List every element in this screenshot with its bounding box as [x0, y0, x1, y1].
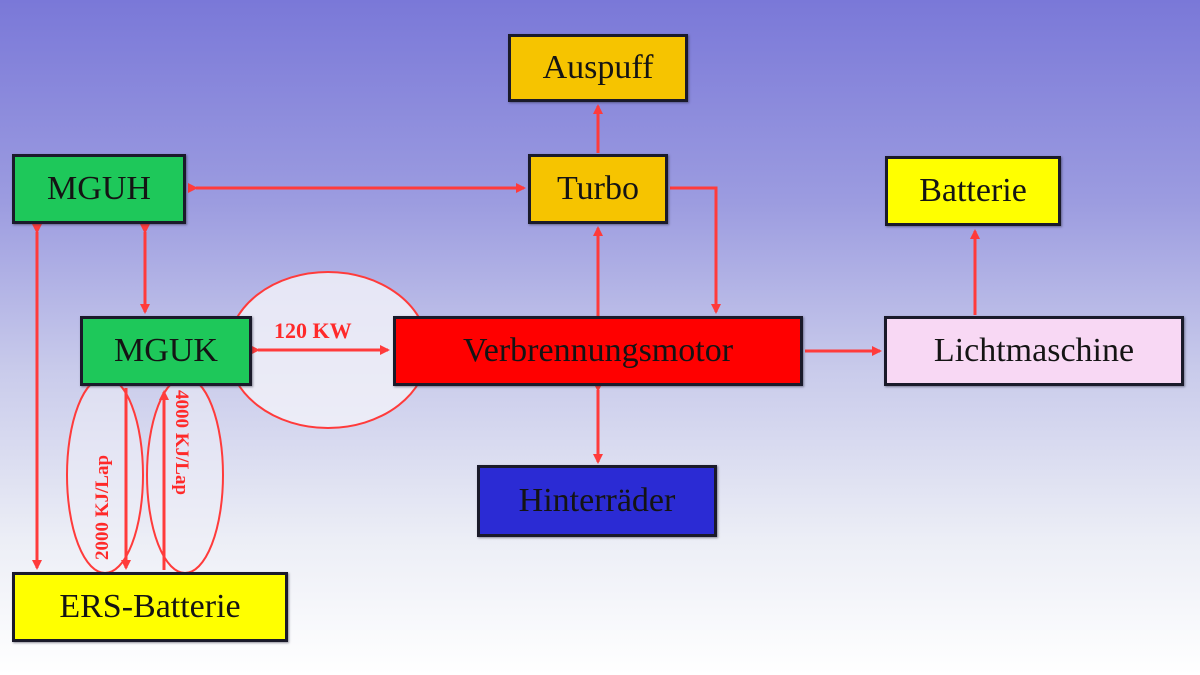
- node-mguh: MGUH: [12, 154, 186, 224]
- node-label: MGUK: [114, 332, 218, 369]
- node-label: Auspuff: [542, 49, 654, 86]
- node-label: Verbrennungsmotor: [462, 332, 734, 369]
- edge-label-2000kj: 2000 KJ/Lap: [92, 454, 113, 560]
- node-label: Hinterräder: [518, 482, 676, 519]
- node-label: MGUH: [47, 170, 151, 207]
- node-label: ERS-Batterie: [59, 588, 241, 625]
- node-hinterraeder: Hinterräder: [477, 465, 717, 537]
- node-lichtmaschine: Lichtmaschine: [884, 316, 1184, 386]
- node-label: Turbo: [557, 170, 639, 207]
- node-turbo: Turbo: [528, 154, 668, 224]
- node-batterie: Batterie: [885, 156, 1061, 226]
- node-mguk: MGUK: [80, 316, 252, 386]
- node-label: Lichtmaschine: [933, 332, 1135, 369]
- node-verbrennungsmotor: Verbrennungsmotor: [393, 316, 803, 386]
- node-label: Batterie: [919, 172, 1027, 209]
- node-ers-batterie: ERS-Batterie: [12, 572, 288, 642]
- node-auspuff: Auspuff: [508, 34, 688, 102]
- edge-label-4000kj: 4000 KJ/Lap: [171, 390, 192, 496]
- edge-label-120kw: 120 KW: [274, 318, 352, 343]
